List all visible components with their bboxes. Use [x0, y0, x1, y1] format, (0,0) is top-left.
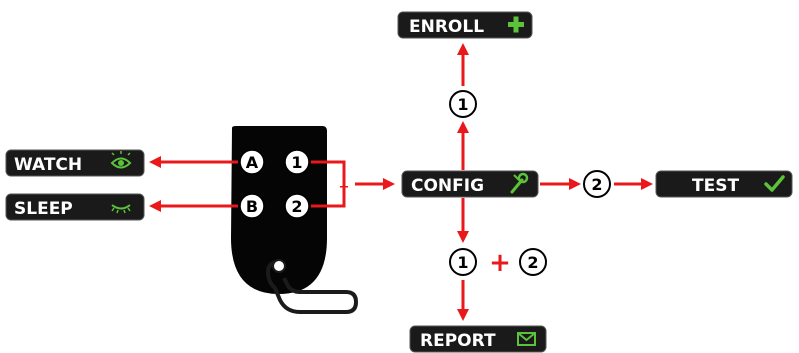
arrows: [149, 43, 653, 321]
report-mode-text: REPORT: [420, 331, 496, 351]
step-enroll: 1: [449, 90, 477, 118]
step-report-first-number: 1: [457, 253, 468, 272]
keyring-hole: [272, 259, 286, 273]
config-mode-text: CONFIG: [411, 176, 484, 196]
key-1-button[interactable]: 1: [284, 149, 310, 175]
step-report-second: 2: [519, 248, 547, 276]
report-mode-label[interactable]: REPORT: [409, 325, 547, 353]
key-b-button[interactable]: B: [239, 193, 265, 219]
step-test: 2: [583, 170, 611, 198]
sleep-mode-text: SLEEP: [14, 199, 73, 219]
remote-control: A 1 B 2: [231, 126, 358, 314]
closed-eye-icon: [111, 204, 131, 214]
step-report-first: 1: [449, 248, 477, 276]
bracket-plus-sign: +: [339, 180, 350, 195]
key-2-label: 2: [291, 197, 302, 216]
test-mode-label[interactable]: TEST: [655, 170, 793, 198]
config-mode-label[interactable]: CONFIG: [401, 170, 539, 198]
key-a-label: A: [246, 153, 259, 172]
key-2-button[interactable]: 2: [284, 193, 310, 219]
bracket-keys-1-2: [311, 160, 346, 208]
key-1-label: 1: [291, 153, 302, 172]
envelope-icon: [517, 332, 536, 346]
eye-icon: [110, 151, 132, 169]
watch-mode-text: WATCH: [14, 155, 82, 175]
watch-mode-label[interactable]: WATCH: [5, 149, 145, 177]
sleep-mode-label[interactable]: SLEEP: [5, 193, 145, 221]
plus-icon: [508, 16, 524, 33]
step-test-number: 2: [591, 175, 602, 194]
step-enroll-number: 1: [457, 95, 468, 114]
enroll-mode-label[interactable]: ENROLL: [397, 11, 533, 39]
checkmark-icon: [764, 175, 785, 192]
keyring: [266, 260, 358, 314]
test-mode-text: TEST: [692, 176, 739, 196]
enroll-mode-text: ENROLL: [409, 17, 484, 37]
key-a-button[interactable]: A: [239, 149, 265, 175]
step-report-plus: +: [489, 248, 511, 278]
wrench-icon: [510, 172, 529, 194]
step-report-second-number: 2: [527, 253, 538, 272]
key-b-label: B: [246, 197, 258, 216]
